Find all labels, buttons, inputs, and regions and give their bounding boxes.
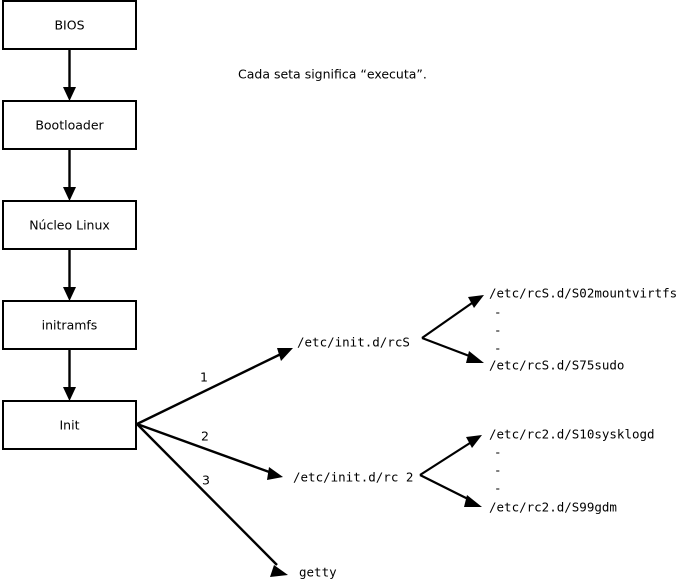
node-initramfs: initramfs — [2, 300, 137, 350]
arrow-rc2-to-first-script — [419, 435, 482, 476]
arrow-head-icon — [466, 435, 482, 448]
node-init-label: Init — [60, 418, 80, 433]
node-initramfs-label: initramfs — [42, 318, 98, 333]
arrow-bios-to-bootloader — [63, 49, 76, 101]
script-rcs-first: /etc/rcS.d/S02mountvirtfs — [489, 286, 677, 301]
branch-number-3: 3 — [202, 473, 210, 488]
arrow-head-icon — [270, 565, 288, 577]
script-rc2-ellipsis-3: - — [494, 481, 502, 496]
node-bootloader: Bootloader — [2, 100, 137, 150]
arrow-head-icon — [267, 467, 283, 480]
arrow-bootloader-to-kernel — [63, 149, 76, 201]
arrow-head-icon — [466, 351, 484, 363]
script-rcs-ellipsis-2: - — [494, 323, 502, 338]
node-rcs-label: /etc/init.d/rcS — [297, 335, 410, 350]
node-getty-label: getty — [299, 565, 337, 580]
node-bios-rect — [2, 0, 137, 50]
diagram-note: Cada seta significa “executa”. — [238, 67, 427, 82]
branch-number-1: 1 — [200, 370, 208, 385]
node-init: Init — [2, 400, 137, 450]
node-bios-label: BIOS — [54, 18, 84, 33]
arrow-head-icon — [277, 348, 293, 361]
arrow-kernel-to-initramfs — [63, 249, 76, 301]
arrow-rcs-to-first-script — [421, 295, 484, 339]
node-kernel-label: Núcleo Linux — [29, 218, 110, 233]
arrow-init-to-rc2: 2 — [136, 422, 283, 480]
node-bootloader-label: Bootloader — [35, 118, 104, 133]
node-kernel: Núcleo Linux — [2, 200, 137, 250]
node-init-rect — [2, 400, 137, 450]
node-rc2-label: /etc/init.d/rc 2 — [293, 470, 413, 485]
branch-number-2: 2 — [201, 429, 209, 444]
node-initramfs-rect — [2, 300, 137, 350]
script-rcs-ellipsis-1: - — [494, 305, 502, 320]
arrow-head-icon — [464, 495, 482, 507]
arrow-init-to-getty: 3 — [136, 423, 288, 577]
node-bios: BIOS — [2, 0, 137, 50]
script-rc2-first: /etc/rc2.d/S10sysklogd — [489, 427, 655, 442]
arrow-init-to-rcs: 1 — [136, 348, 293, 426]
arrow-head-icon — [63, 187, 76, 201]
script-rc2-last: /etc/rc2.d/S99gdm — [489, 500, 617, 515]
arrow-head-icon — [63, 387, 76, 401]
arrow-initramfs-to-init — [63, 349, 76, 401]
script-rc2-ellipsis-1: - — [494, 445, 502, 460]
arrow-head-icon — [63, 287, 76, 301]
script-rc2-ellipsis-2: - — [494, 463, 502, 478]
node-bootloader-rect — [2, 100, 137, 150]
arrow-head-icon — [63, 87, 76, 101]
script-rcs-ellipsis-3: - — [494, 341, 502, 356]
arrow-head-icon — [468, 295, 484, 308]
arrow-rc2-to-last-script — [419, 474, 482, 507]
arrow-rcs-to-last-script — [421, 336, 484, 363]
script-rcs-last: /etc/rcS.d/S75sudo — [489, 358, 624, 373]
